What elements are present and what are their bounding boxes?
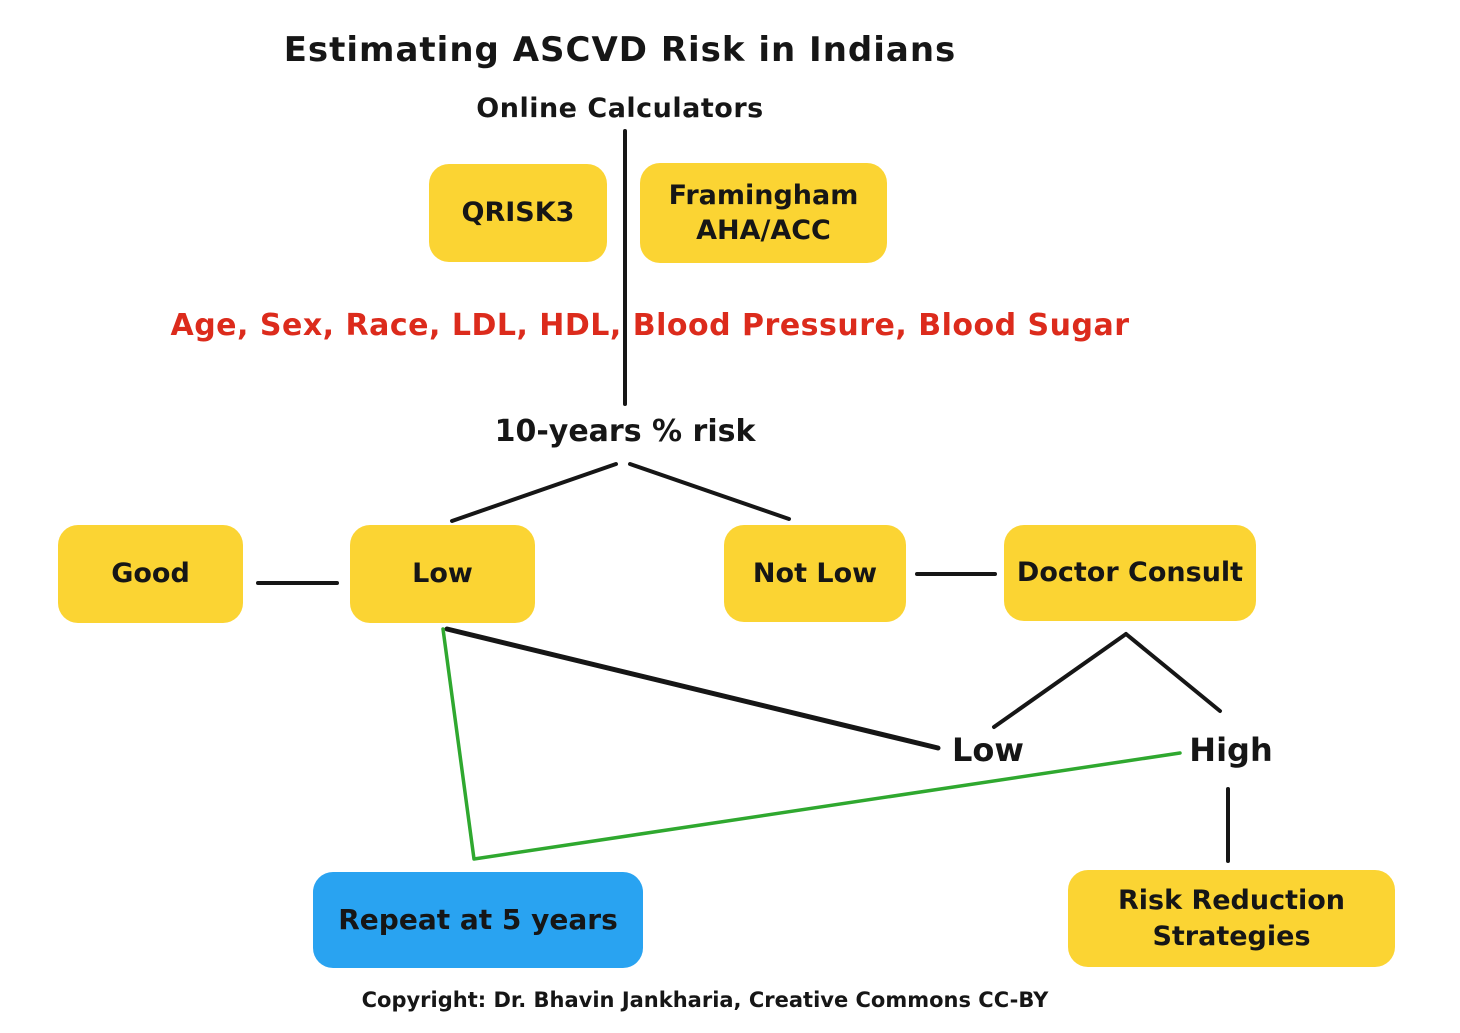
copyright-text: Copyright: Dr. Bhavin Jankharia, Creativ… — [361, 988, 1049, 1012]
node-not-low-label: Not Low — [752, 557, 878, 589]
node-repeat-5-years-label: Repeat at 5 years — [338, 902, 618, 936]
connector-green-repeat-path — [441, 627, 1182, 861]
connector-low-box-to-low-label — [444, 626, 941, 751]
node-doctor-consult: Doctor Consult — [1004, 525, 1256, 621]
node-qrisk3-label: QRISK3 — [461, 197, 575, 229]
node-good: Good — [58, 525, 243, 623]
node-qrisk3: QRISK3 — [429, 164, 607, 262]
node-low-label: Low — [412, 558, 473, 590]
node-repeat-5-years: Repeat at 5 years — [313, 872, 643, 968]
risk-factors-text: Age, Sex, Race, LDL, HDL, Blood Pressure… — [170, 308, 1130, 343]
connector-risk-to-low — [450, 462, 618, 523]
node-good-label: Good — [111, 558, 190, 590]
page-title: Estimating ASCVD Risk in Indians — [283, 30, 957, 70]
branch-label-high: High — [1189, 731, 1273, 769]
connector-doctor-to-low-label — [992, 632, 1128, 729]
node-not-low: Not Low — [724, 525, 906, 622]
node-doctor-consult-label: Doctor Consult — [1016, 557, 1244, 589]
connector-doctor-to-high-label — [1124, 632, 1222, 713]
subtitle-online-calculators: Online Calculators — [476, 93, 764, 124]
branch-label-low: Low — [952, 731, 1024, 769]
connector-risk-to-not-low — [628, 462, 791, 521]
ten-year-risk-label: 10-years % risk — [494, 414, 756, 449]
node-low: Low — [350, 525, 535, 623]
